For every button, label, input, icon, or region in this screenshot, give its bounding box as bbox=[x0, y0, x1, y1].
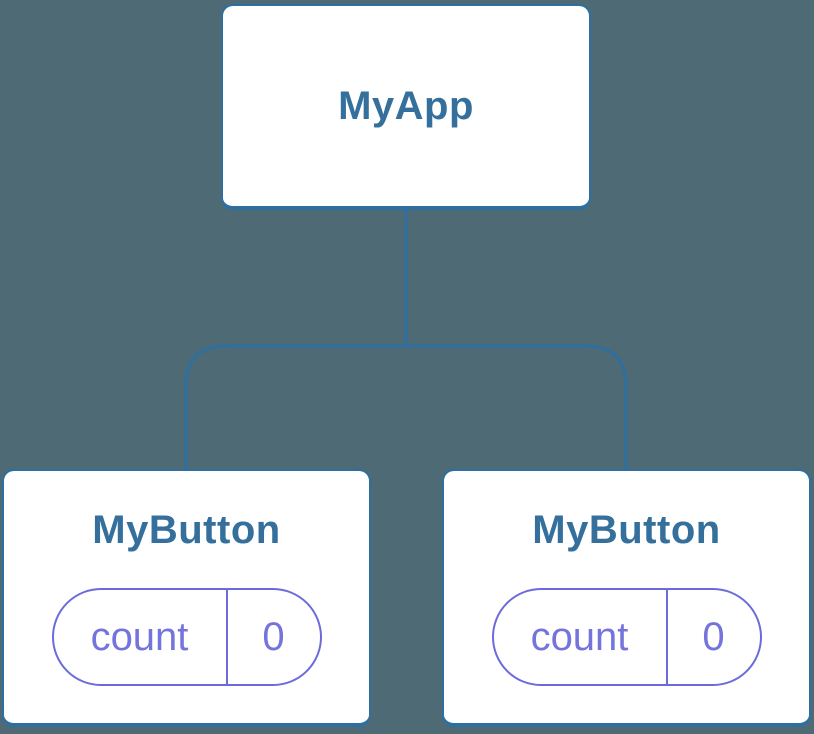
connector-branch bbox=[184, 344, 628, 470]
state-pill-divider bbox=[665, 590, 668, 684]
node-myapp-label: MyApp bbox=[338, 84, 474, 128]
state-pill-left: count 0 bbox=[51, 588, 322, 686]
state-pill-right: count 0 bbox=[491, 588, 762, 686]
node-mybutton-left-label: MyButton bbox=[92, 508, 281, 552]
node-mybutton-left: MyButton count 0 bbox=[2, 469, 371, 727]
node-mybutton-right: MyButton count 0 bbox=[442, 469, 811, 727]
state-value: 0 bbox=[702, 614, 725, 659]
state-pill-divider bbox=[225, 590, 228, 684]
state-value: 0 bbox=[262, 614, 285, 659]
state-key-label: count bbox=[90, 614, 189, 659]
node-myapp: MyApp bbox=[221, 4, 591, 210]
node-mybutton-right-label: MyButton bbox=[532, 508, 721, 552]
state-key-label: count bbox=[530, 614, 629, 659]
